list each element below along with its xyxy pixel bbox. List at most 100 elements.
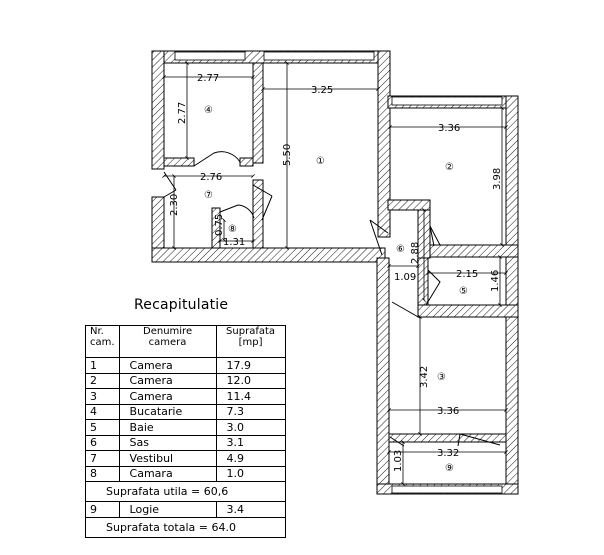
- door-room8: [219, 204, 255, 219]
- room-number-5: ⑤: [459, 286, 468, 297]
- wall-room4-bottom-right: [239, 157, 254, 167]
- row-nr: 9: [85, 501, 120, 518]
- row-area: 4.9: [215, 450, 286, 467]
- row-area: 7.3: [215, 403, 286, 420]
- total-area-row: Suprafata totala = 64.0: [85, 516, 286, 538]
- row-area: 17.9: [215, 357, 286, 374]
- row-area: 12.0: [215, 372, 286, 389]
- table-header-row: Nr. cam. Denumire camera Suprafata [mp]: [85, 325, 286, 358]
- dim-room3-height: 3.42: [419, 366, 430, 388]
- summary-table: Nr. cam. Denumire camera Suprafata [mp] …: [85, 325, 286, 538]
- dim-room2-height: 3.98: [492, 168, 503, 190]
- row-area: 3.1: [215, 434, 286, 451]
- dim-room5-height: 1.46: [490, 270, 501, 292]
- total-area: Suprafata totala = 64.0: [85, 516, 286, 538]
- row-name: Sas: [118, 434, 217, 451]
- row-name: Logie: [118, 501, 217, 518]
- dim-room2-width: 3.36: [438, 123, 460, 134]
- wall-room1-right: [377, 50, 391, 238]
- dim-room8-height: 0.75: [214, 214, 225, 236]
- dim-loggia-height: 1.03: [393, 450, 404, 472]
- doors: [163, 151, 501, 447]
- table-row: 4 Bucatarie 7.3: [85, 403, 286, 420]
- room-number-2: ②: [445, 162, 454, 173]
- dimension-labels: 2.77 2.77 3.25 5.50 2.76 2.30 0.75 1.31 …: [169, 73, 503, 472]
- row-nr: 6: [85, 434, 120, 451]
- door-room7-room1: [252, 184, 273, 221]
- window-room4: [174, 51, 246, 61]
- room-numbers: ④ ① ② ⑦ ⑧ ⑥ ⑤ ③ ⑨: [204, 105, 468, 474]
- row-nr: 1: [85, 357, 120, 374]
- wall-room8-left: [211, 207, 221, 249]
- header-name: Denumire camera: [118, 325, 217, 358]
- useful-area-row: Suprafata utila = 60,6: [85, 481, 286, 502]
- row-area: 3.0: [215, 419, 286, 436]
- dim-room6-width: 1.09: [394, 272, 416, 283]
- room-number-3: ③: [437, 372, 446, 383]
- room-number-6: ⑥: [396, 244, 405, 255]
- door-loggia: [457, 433, 501, 447]
- row-name: Camera: [118, 372, 217, 389]
- table-row: 6 Sas 3.1: [85, 434, 286, 451]
- wall-sas-top: [387, 199, 431, 211]
- door-room2: [429, 225, 441, 247]
- wall-left-upper: [151, 50, 165, 170]
- table-row: 8 Camara 1.0: [85, 465, 286, 482]
- wall-room3-bottom: [388, 433, 507, 443]
- room-number-9: ⑨: [445, 463, 454, 474]
- dim-room5-width: 2.15: [456, 269, 478, 280]
- dim-room6-height: 2.88: [410, 242, 421, 264]
- table-row: 2 Camera 12.0: [85, 372, 286, 389]
- row-area: 1.0: [215, 465, 286, 482]
- row-name: Bucatarie: [118, 403, 217, 420]
- useful-area: Suprafata utila = 60,6: [85, 481, 286, 502]
- header-area: Suprafata [mp]: [215, 325, 286, 358]
- row-name: Camera: [118, 357, 217, 374]
- wall-bath-left: [417, 257, 429, 309]
- wall-right-block-left: [376, 257, 390, 495]
- dim-room4-width: 2.77: [197, 73, 219, 84]
- row-nr: 2: [85, 372, 120, 389]
- wall-room4-bottom: [163, 157, 195, 167]
- dim-room3-width: 3.36: [437, 406, 459, 417]
- row-name: Baie: [118, 419, 217, 436]
- window-room1: [263, 51, 375, 61]
- row-area: 3.4: [215, 501, 286, 518]
- wall-partition-4-1: [252, 62, 264, 164]
- door-room3: [391, 301, 421, 319]
- row-name: Camara: [118, 465, 217, 482]
- room-number-1: ①: [316, 156, 325, 167]
- room-number-8: ⑧: [228, 224, 237, 235]
- window-loggia: [391, 485, 503, 494]
- table-row: 3 Camera 11.4: [85, 388, 286, 405]
- door-room4: [193, 151, 241, 167]
- dim-room8-width: 1.31: [223, 237, 245, 248]
- door-sas: [369, 219, 389, 256]
- row-nr: 3: [85, 388, 120, 405]
- wall-bottom-left: [151, 247, 386, 263]
- table-title: Recapitulatie: [134, 297, 229, 313]
- row-name: Vestibul: [118, 450, 217, 467]
- dim-loggia-width: 3.32: [437, 448, 459, 459]
- header-nr: Nr. cam.: [85, 325, 120, 358]
- room-number-4: ④: [204, 105, 213, 116]
- row-nr: 5: [85, 419, 120, 436]
- room-number-7: ⑦: [204, 190, 213, 201]
- wall-bath-bottom: [417, 304, 519, 318]
- table-row: 5 Baie 3.0: [85, 419, 286, 436]
- row-name: Camera: [118, 388, 217, 405]
- dim-room7-height: 2.30: [169, 194, 180, 216]
- table-row: 9 Logie 3.4: [85, 501, 286, 518]
- row-nr: 4: [85, 403, 120, 420]
- wall-partition-7-1: [252, 179, 264, 249]
- windows: [174, 51, 503, 494]
- dim-room1-width: 3.25: [311, 85, 333, 96]
- dimension-lines: [162, 61, 508, 486]
- wall-room2-bottom: [429, 244, 519, 258]
- row-nr: 8: [85, 465, 120, 482]
- wall-right: [505, 95, 519, 495]
- row-nr: 7: [85, 450, 120, 467]
- table-row: 1 Camera 17.9: [85, 357, 286, 374]
- dim-room4-height: 2.77: [177, 102, 188, 124]
